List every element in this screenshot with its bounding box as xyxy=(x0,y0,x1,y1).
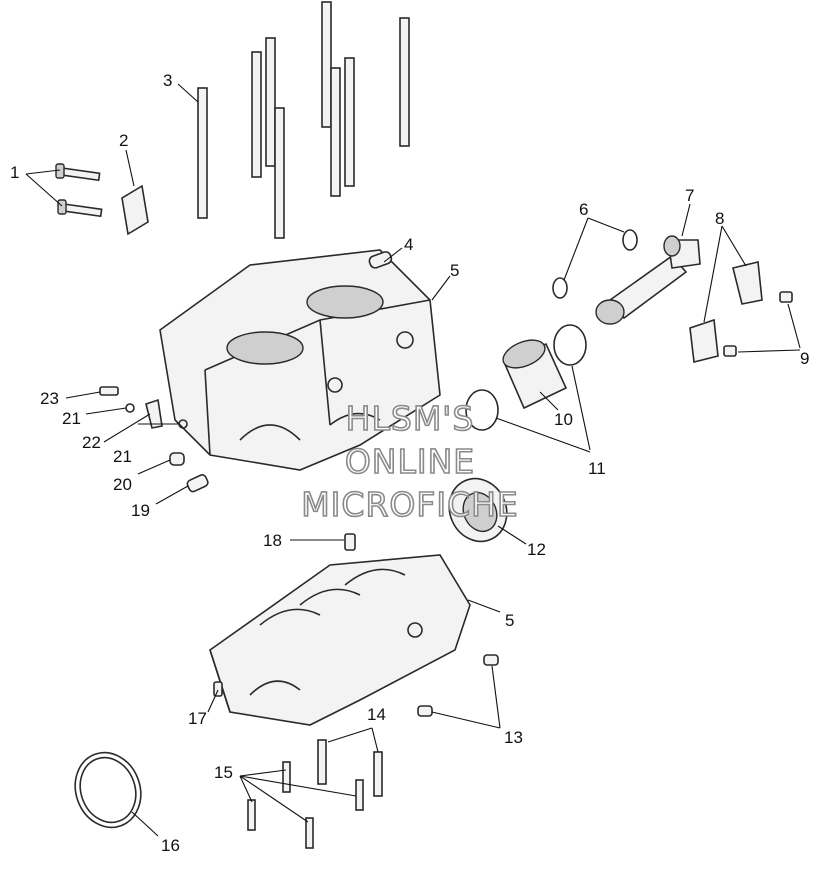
fitting xyxy=(145,398,163,429)
stud xyxy=(399,17,410,147)
stud xyxy=(265,37,276,167)
callout-6: 6 xyxy=(579,200,588,219)
callout-4: 4 xyxy=(404,235,413,254)
callout-19: 19 xyxy=(131,501,150,520)
callout-9: 9 xyxy=(800,349,809,368)
leader-lines xyxy=(25,83,801,837)
callout-20: 20 xyxy=(113,475,132,494)
callout-17: 17 xyxy=(188,709,207,728)
stud xyxy=(344,57,355,187)
hose-clamp xyxy=(465,389,499,431)
hose-clamp xyxy=(553,324,587,366)
callout-5-upper: 5 xyxy=(450,261,459,280)
callout-11: 11 xyxy=(588,459,606,478)
o-ring xyxy=(552,277,568,299)
callout-13: 13 xyxy=(504,728,523,747)
screw xyxy=(723,345,737,357)
callout-5-lower: 5 xyxy=(505,611,514,630)
callout-1: 1 xyxy=(10,163,19,182)
bracket xyxy=(689,318,719,363)
sleeve xyxy=(169,452,185,466)
watermark: HLSM'S ONLINE MICROFICHE xyxy=(300,398,519,525)
watermark-line-1: HLSM'S xyxy=(346,399,475,438)
bracket xyxy=(732,261,763,305)
plug xyxy=(483,654,499,666)
sleeve xyxy=(186,474,209,493)
crankcase-bolt xyxy=(247,799,256,831)
stud-group xyxy=(197,1,410,239)
crankcase-bolt xyxy=(373,751,383,797)
screw xyxy=(99,386,119,396)
crankcase-bolt xyxy=(305,817,314,849)
o-ring xyxy=(622,229,638,251)
stud xyxy=(197,87,208,219)
crankcase-bolt xyxy=(282,761,291,793)
dowel-pin xyxy=(344,533,356,551)
washer xyxy=(125,403,135,413)
callout-16: 16 xyxy=(161,836,180,855)
callout-10: 10 xyxy=(554,410,573,429)
intake-elbow xyxy=(595,235,701,325)
callout-22: 22 xyxy=(82,433,101,452)
callout-3: 3 xyxy=(163,71,172,90)
watermark-line-3: MICROFICHE xyxy=(301,485,519,524)
lower-crankcase xyxy=(209,554,471,726)
callout-15: 15 xyxy=(214,763,233,782)
stud xyxy=(251,51,262,178)
callout-18: 18 xyxy=(263,531,282,550)
crank-seal xyxy=(448,477,508,543)
retaining-ring xyxy=(74,751,142,829)
crankcase-bolt xyxy=(355,779,364,811)
stud xyxy=(274,107,285,239)
intake-boot xyxy=(502,339,568,410)
callout-21-upper: 21 xyxy=(62,409,81,428)
callout-7: 7 xyxy=(685,186,694,205)
screw xyxy=(779,291,793,303)
callout-8: 8 xyxy=(715,209,724,228)
upper-crankcase xyxy=(159,249,441,471)
watermark-line-2: ONLINE xyxy=(345,442,475,481)
crankcase-bolt xyxy=(317,739,327,785)
retaining-ring xyxy=(79,756,137,824)
callout-12: 12 xyxy=(527,540,546,559)
stud xyxy=(321,1,332,128)
cover-plate xyxy=(121,184,149,236)
callout-21-lower: 21 xyxy=(113,447,132,466)
dowel-pin xyxy=(213,681,223,697)
bolt-pair xyxy=(55,163,103,218)
callout-14: 14 xyxy=(367,705,386,724)
callout-23: 23 xyxy=(40,389,59,408)
callouts: 1 2 3 4 5 5 6 7 8 9 10 11 12 13 14 15 16… xyxy=(10,71,809,855)
stud xyxy=(330,67,341,197)
callout-2: 2 xyxy=(119,131,128,150)
plug xyxy=(417,705,433,717)
